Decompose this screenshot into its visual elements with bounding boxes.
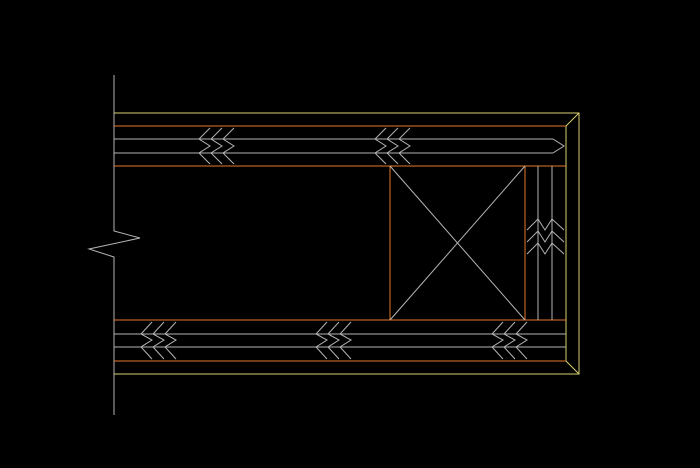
opening-with-cross xyxy=(389,165,526,321)
top-chevrons xyxy=(198,127,411,165)
bottom-chevrons xyxy=(140,321,528,360)
outer-outline xyxy=(114,112,580,375)
bottom-layer xyxy=(114,319,566,362)
break-line xyxy=(87,75,141,415)
end-band-chevrons xyxy=(526,218,565,255)
top-layer xyxy=(114,125,566,167)
end-band xyxy=(526,166,565,320)
